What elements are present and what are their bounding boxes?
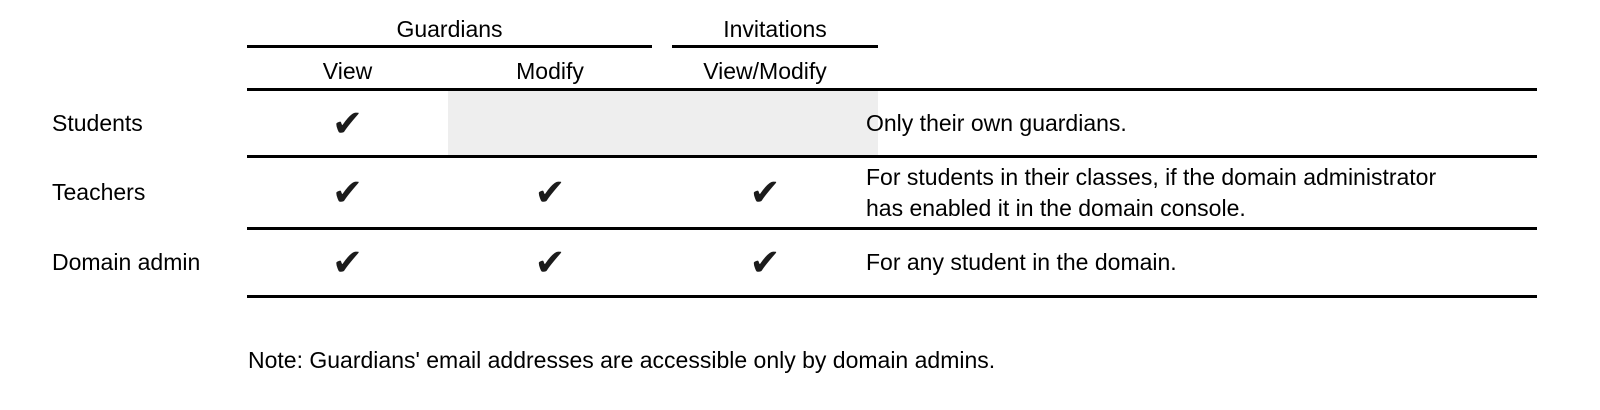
column-header-modify: Modify bbox=[516, 58, 584, 84]
cell-domain-admin-guardians-modify: ✔ bbox=[448, 230, 652, 295]
note-line: Only their own guardians. bbox=[866, 109, 1127, 136]
table-bottom-rule bbox=[247, 295, 1537, 298]
footnote: Note: Guardians' email addresses are acc… bbox=[248, 347, 996, 373]
cell-teachers-guardians-view: ✔ bbox=[247, 158, 448, 227]
note-domain-admin: For any student in the domain. bbox=[866, 230, 1537, 295]
checkmark-icon: ✔ bbox=[331, 101, 363, 145]
checkmark-icon: ✔ bbox=[749, 241, 781, 284]
checkmark-icon: ✔ bbox=[534, 171, 566, 214]
table-row-students: Students ✔ Only their own guardians. bbox=[0, 91, 1600, 155]
table-row-teachers: Teachers ✔ ✔ ✔ For students in their cla… bbox=[0, 158, 1600, 227]
cell-teachers-guardians-modify: ✔ bbox=[448, 158, 652, 227]
invitations-underline bbox=[672, 45, 878, 48]
cell-students-guardians-view: ✔ bbox=[247, 91, 448, 155]
column-header-view-modify: View/Modify bbox=[703, 58, 827, 84]
group-header-guardians: Guardians bbox=[396, 16, 503, 42]
note-line: has enabled it in the domain console. bbox=[866, 194, 1246, 221]
row-rule bbox=[247, 227, 1537, 230]
checkmark-icon: ✔ bbox=[331, 171, 363, 214]
cell-domain-admin-guardians-view: ✔ bbox=[247, 230, 448, 295]
cell-domain-admin-invitations: ✔ bbox=[652, 230, 878, 295]
column-header-view: View bbox=[322, 58, 373, 84]
group-header-invitations: Invitations bbox=[723, 16, 827, 42]
note-students: Only their own guardians. bbox=[866, 91, 1537, 155]
note-teachers: For students in their classes, if the do… bbox=[866, 158, 1537, 227]
cell-teachers-invitations: ✔ bbox=[652, 158, 878, 227]
checkmark-icon: ✔ bbox=[534, 241, 566, 284]
note-line: For students in their classes, if the do… bbox=[866, 163, 1437, 190]
checkmark-icon: ✔ bbox=[749, 171, 781, 214]
header-rule bbox=[247, 88, 1537, 91]
checkmark-icon: ✔ bbox=[331, 241, 363, 284]
table-row-domain-admin: Domain admin ✔ ✔ ✔ For any student in th… bbox=[0, 230, 1600, 295]
guardians-underline bbox=[247, 45, 652, 48]
row-rule bbox=[247, 155, 1537, 158]
note-line: For any student in the domain. bbox=[866, 249, 1177, 275]
row-label-students: Students bbox=[52, 109, 143, 136]
disabled-cells-overlay bbox=[448, 91, 878, 155]
row-label-domain-admin: Domain admin bbox=[52, 249, 201, 275]
row-label-teachers: Teachers bbox=[52, 179, 146, 205]
